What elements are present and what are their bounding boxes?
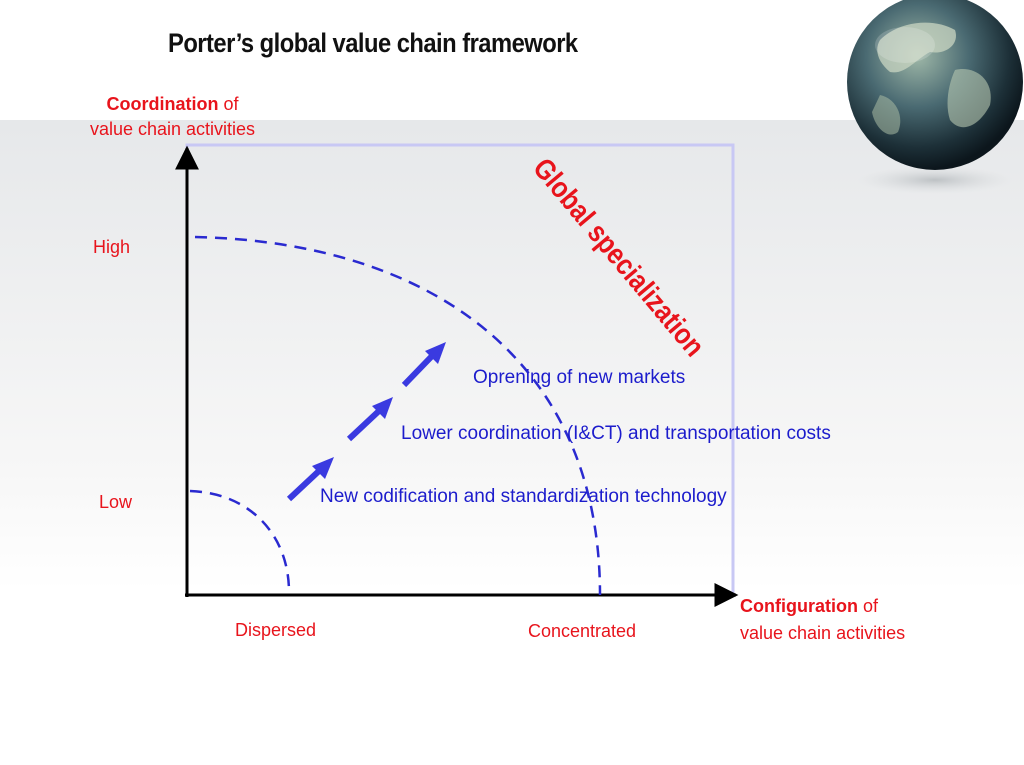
x-tick-concentrated: Concentrated	[528, 621, 636, 642]
page-title: Porter’s global value chain framework	[168, 28, 578, 59]
y-axis-line2: value chain activities	[90, 119, 255, 139]
x-axis-emphasis: Configuration	[740, 596, 858, 616]
x-axis-title: Configuration of value chain activities	[740, 593, 905, 647]
inner-boundary-arc	[190, 491, 289, 592]
driver-arrow-3	[404, 342, 446, 385]
y-tick-low: Low	[99, 492, 132, 513]
globe-icon	[847, 0, 1023, 194]
y-axis-title: Coordination of value chain activities	[0, 92, 345, 142]
driver-label-codification: New codification and standardization tec…	[320, 486, 727, 508]
y-axis-rest: of	[218, 94, 238, 114]
x-axis-rest: of	[858, 596, 878, 616]
x-axis-line2: value chain activities	[740, 623, 905, 643]
driver-arrow-2	[349, 397, 393, 439]
outer-boundary-arc	[195, 237, 600, 595]
driver-label-opening: Oprening of new markets	[473, 367, 685, 389]
x-tick-dispersed: Dispersed	[235, 620, 316, 641]
y-tick-high: High	[93, 237, 130, 258]
driver-label-coordination: Lower coordination (I&CT) and transporta…	[401, 423, 831, 445]
y-axis-emphasis: Coordination	[107, 94, 219, 114]
